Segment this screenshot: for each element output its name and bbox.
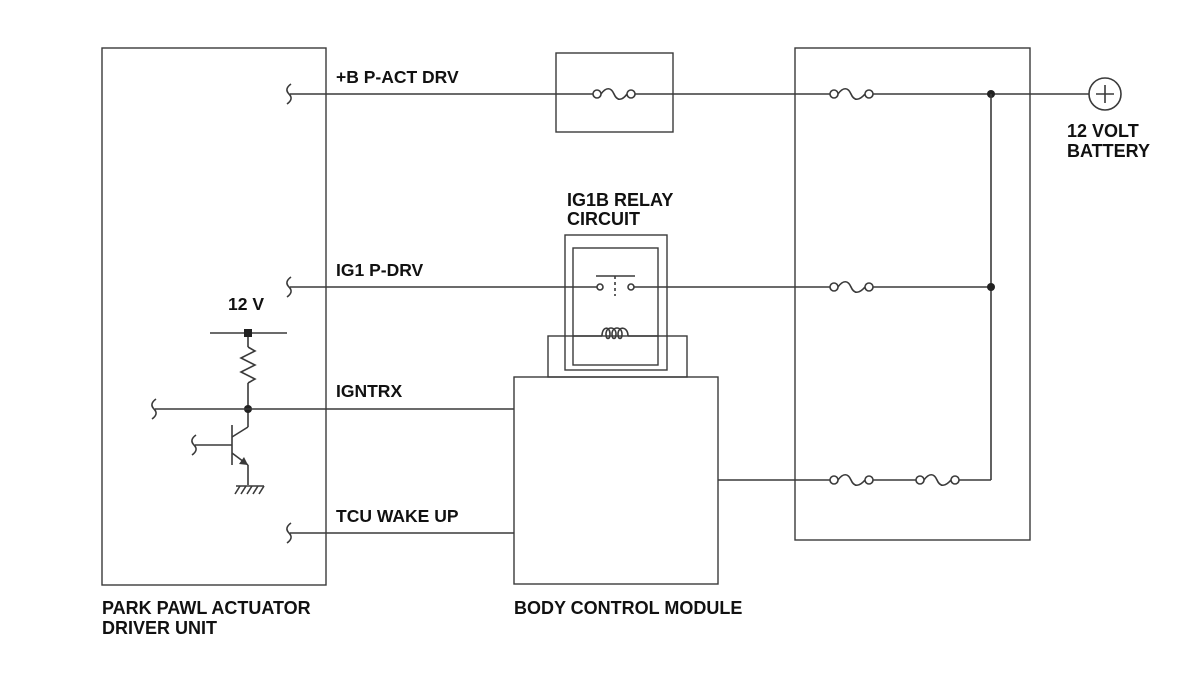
relay-coil-icon: [573, 327, 658, 340]
body-control-module-box: [513, 376, 719, 585]
connector-tcu-wake-icon: [286, 522, 292, 544]
fuse-icon: [829, 280, 874, 294]
supply-terminal: [244, 329, 252, 337]
bcm-relay-mount-box: [547, 335, 688, 378]
connector-b-pact-icon: [286, 83, 292, 105]
ig1b-relay-outer-box: [564, 234, 668, 371]
connector-base-icon: [191, 434, 197, 456]
connector-ig1-icon: [286, 276, 292, 298]
connector-igntrx-icon: [151, 398, 157, 420]
npn-transistor-icon: [231, 425, 249, 485]
wire-label-tcu-wake: TCU WAKE UP: [336, 506, 459, 526]
battery-label-line2: BATTERY: [1067, 141, 1150, 161]
fuse-icon: [829, 87, 874, 101]
bcm-label: BODY CONTROL MODULE: [514, 598, 742, 618]
supply-label: 12 V: [228, 294, 264, 314]
fuse-icon: [592, 87, 636, 101]
park-pawl-actuator-driver-unit-box: [101, 47, 327, 586]
fuse-block-top-box: [555, 52, 674, 133]
fuse-icon: [829, 473, 874, 487]
battery-label-line1: 12 VOLT: [1067, 121, 1139, 141]
fuse-relay-box: [794, 47, 1031, 541]
relay-label-line1: IG1B RELAY: [567, 190, 673, 210]
fuse-icon: [915, 473, 960, 487]
ground-icon: [234, 485, 265, 495]
wire-label-b-pact: +B P-ACT DRV: [336, 67, 459, 87]
resistor-icon: [239, 346, 257, 384]
junction-dot: [987, 283, 995, 291]
relay-contact-icon: [596, 275, 635, 296]
relay-label-line2: CIRCUIT: [567, 209, 640, 229]
wire-label-ig1: IG1 P-DRV: [336, 260, 424, 280]
ig1b-relay-inner-box: [572, 247, 659, 366]
ppa-label-line1: PARK PAWL ACTUATOR: [102, 598, 311, 618]
battery-positive-icon: [1088, 77, 1122, 111]
wire-label-igntrx: IGNTRX: [336, 381, 402, 401]
ppa-label-line2: DRIVER UNIT: [102, 618, 217, 638]
